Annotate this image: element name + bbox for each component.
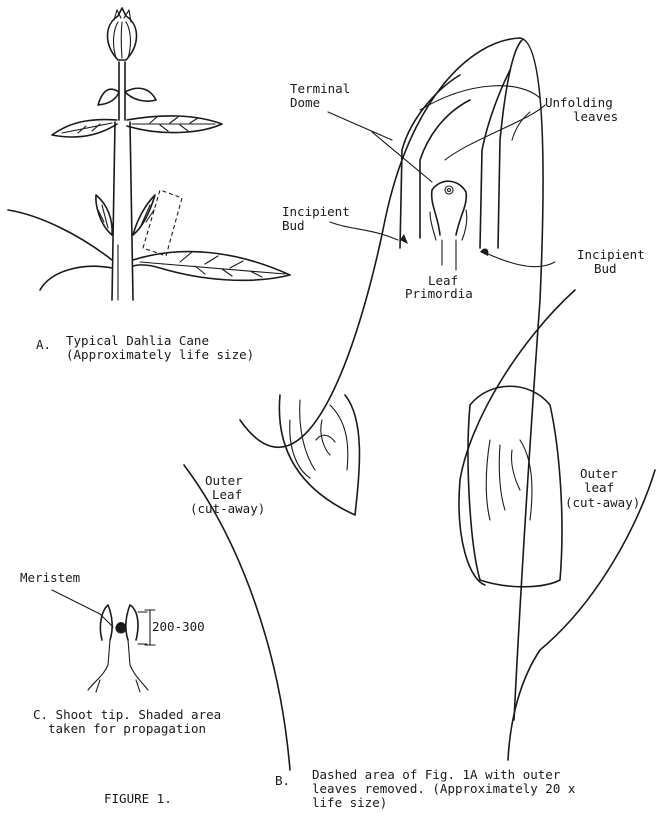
panel-c-drawing — [52, 590, 155, 692]
unfolding-leaves-label-line2: leaves — [573, 110, 618, 123]
panel-b-caption-line2: leaves removed. (Approximately 20 x — [312, 782, 575, 795]
unfolding-leaves-label-line1: Unfolding — [545, 96, 613, 109]
dimension-label: 200-300 — [152, 620, 205, 633]
panel-b-caption-line3: life size) — [312, 796, 387, 809]
panel-a-letter: A. — [36, 338, 51, 351]
outer-leaf-right-label-line2: leaf — [584, 481, 614, 494]
panel-c-caption-line2: taken for propagation — [48, 722, 206, 735]
outer-leaf-right-label-line3: (cut-away) — [565, 496, 640, 509]
outer-leaf-left-label-line3: (cut-away) — [190, 502, 265, 515]
panel-a-caption-line2: (Approximately life size) — [66, 348, 254, 361]
meristem-label: Meristem — [20, 571, 80, 584]
outer-leaf-left-label-line2: Leaf — [212, 488, 242, 501]
incipient-bud-right-label-line2: Bud — [594, 262, 617, 275]
outer-leaf-right-label-line1: Outer — [580, 467, 618, 480]
panel-b-caption-line1: Dashed area of Fig. 1A with outer — [312, 768, 560, 781]
leaf-primordia-label-line2: Primordia — [405, 287, 473, 300]
panel-a-caption-line1: Typical Dahlia Cane — [66, 334, 209, 347]
panel-a-drawing — [8, 8, 290, 300]
panel-c-caption-line1: C. Shoot tip. Shaded area — [33, 708, 221, 721]
incipient-bud-left-label-line1: Incipient — [282, 205, 350, 218]
panel-b-letter: B. — [275, 774, 290, 787]
outer-leaf-left-label-line1: Outer — [205, 474, 243, 487]
panel-b-drawing — [184, 38, 655, 770]
terminal-dome-label-line2: Dome — [290, 96, 320, 109]
terminal-dome-label-line1: Terminal — [290, 82, 350, 95]
figure-title: FIGURE 1. — [104, 792, 172, 805]
incipient-bud-left-label-line2: Bud — [282, 219, 305, 232]
incipient-bud-right-label-line1: Incipient — [577, 248, 645, 261]
